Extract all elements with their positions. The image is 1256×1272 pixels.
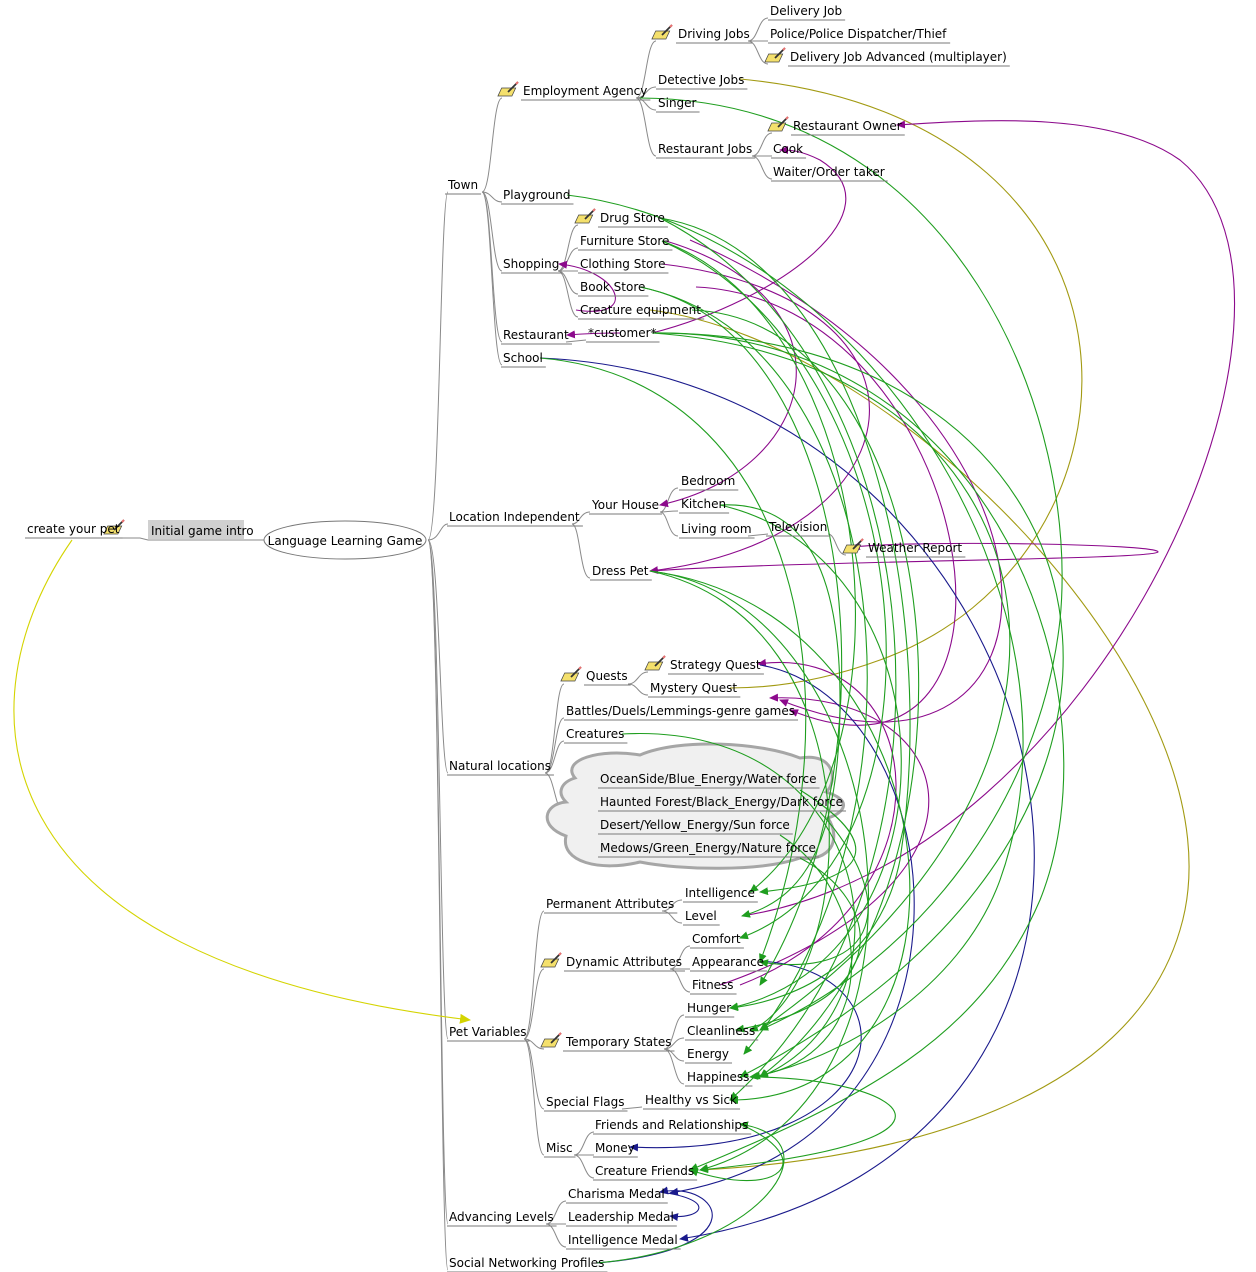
intro-node-bg <box>148 520 244 539</box>
node-social-networking[interactable]: Social Networking Profiles <box>449 1256 604 1270</box>
node-employment-agency[interactable]: Employment Agency <box>523 84 647 98</box>
node-restaurant-owner[interactable]: Restaurant Owner <box>793 119 902 133</box>
node-dynamic-attributes[interactable]: Dynamic Attributes <box>566 955 682 969</box>
pencil-notepad-icon <box>763 47 786 63</box>
node-creature-equipment[interactable]: Creature equipment <box>580 303 701 317</box>
pencil-notepad-icon <box>496 81 519 97</box>
node-location-independent[interactable]: Location Independent <box>449 510 580 524</box>
node-book-store[interactable]: Book Store <box>580 280 645 294</box>
node-creatures[interactable]: Creatures <box>566 727 624 741</box>
node-strategy-quest[interactable]: Strategy Quest <box>670 658 761 672</box>
node-healthy-vs-sick[interactable]: Healthy vs Sick <box>645 1093 737 1107</box>
node-driving-jobs[interactable]: Driving Jobs <box>678 27 750 41</box>
node-hunger[interactable]: Hunger <box>687 1001 731 1015</box>
pencil-notepad-icon <box>650 24 673 40</box>
node-money[interactable]: Money <box>595 1141 635 1155</box>
node-television[interactable]: Television <box>768 520 827 534</box>
node-permanent-attributes[interactable]: Permanent Attributes <box>546 897 674 911</box>
node-medows[interactable]: Medows/Green_Energy/Nature force <box>600 841 816 855</box>
node-restaurant[interactable]: Restaurant <box>503 328 569 342</box>
node-waiter[interactable]: Waiter/Order taker <box>773 165 885 179</box>
node-your-house[interactable]: Your House <box>591 498 659 512</box>
cross-links <box>13 78 1236 1264</box>
node-shopping[interactable]: Shopping <box>503 257 559 271</box>
root-label[interactable]: Language Learning Game <box>268 534 423 548</box>
node-weather-report[interactable]: Weather Report <box>868 541 962 555</box>
pencil-notepad-icon <box>573 208 596 224</box>
node-delivery-advanced[interactable]: Delivery Job Advanced (multiplayer) <box>790 50 1007 64</box>
node-playground[interactable]: Playground <box>503 188 570 202</box>
node-leadership-medal[interactable]: Leadership Medal <box>568 1210 674 1224</box>
node-clothing-store[interactable]: Clothing Store <box>580 257 665 271</box>
pencil-notepad-icon <box>539 1032 562 1048</box>
node-mystery-quest[interactable]: Mystery Quest <box>650 681 737 695</box>
node-haunted-forest[interactable]: Haunted Forest/Black_Energy/Dark force <box>600 795 843 809</box>
node-police[interactable]: Police/Police Dispatcher/Thief <box>770 27 947 41</box>
node-oceanside[interactable]: OceanSide/Blue_Energy/Water force <box>600 772 817 786</box>
node-natural-locations[interactable]: Natural locations <box>449 759 551 773</box>
node-bedroom[interactable]: Bedroom <box>681 474 735 488</box>
node-kitchen[interactable]: Kitchen <box>681 497 726 511</box>
node-level[interactable]: Level <box>685 909 717 923</box>
node-comfort[interactable]: Comfort <box>692 932 741 946</box>
node-furniture-store[interactable]: Furniture Store <box>580 234 669 248</box>
node-drug-store[interactable]: Drug Store <box>600 211 665 225</box>
node-battles[interactable]: Battles/Duels/Lemmings-genre games <box>566 704 795 718</box>
node-desert[interactable]: Desert/Yellow_Energy/Sun force <box>600 818 790 832</box>
node-town[interactable]: Town <box>447 178 478 192</box>
create-pet-node[interactable]: create your pet <box>27 522 120 536</box>
node-living-room[interactable]: Living room <box>681 522 752 536</box>
node-misc[interactable]: Misc <box>546 1141 573 1155</box>
root-node[interactable] <box>263 520 427 560</box>
node-energy[interactable]: Energy <box>687 1047 729 1061</box>
node-singer[interactable]: Singer <box>658 96 697 110</box>
pencil-notepad-icon <box>559 666 582 682</box>
node-dress-pet[interactable]: Dress Pet <box>592 564 649 578</box>
node-customer[interactable]: *customer* <box>588 326 657 340</box>
node-restaurant-jobs[interactable]: Restaurant Jobs <box>658 142 752 156</box>
node-temporary-states[interactable]: Temporary States <box>565 1035 671 1049</box>
intro-node[interactable]: Initial game intro <box>151 524 254 538</box>
node-special-flags[interactable]: Special Flags <box>546 1095 625 1109</box>
node-fitness[interactable]: Fitness <box>692 978 734 992</box>
node-school[interactable]: School <box>503 351 543 365</box>
node-delivery-job[interactable]: Delivery Job <box>770 4 842 18</box>
node-creature-friends[interactable]: Creature Friends <box>595 1164 694 1178</box>
node-appearance[interactable]: Appearance <box>692 955 764 969</box>
areas-cloud <box>545 742 845 870</box>
node-happiness[interactable]: Happiness <box>687 1070 749 1084</box>
node-pet-variables[interactable]: Pet Variables <box>449 1025 527 1039</box>
node-cook[interactable]: Cook <box>773 142 803 156</box>
pencil-notepad-icon <box>539 952 562 968</box>
node-advancing-levels[interactable]: Advancing Levels <box>449 1210 554 1224</box>
node-friends-relationships[interactable]: Friends and Relationships <box>595 1118 748 1132</box>
node-charisma-medal[interactable]: Charisma Medal <box>568 1187 665 1201</box>
node-cleanliness[interactable]: Cleanliness <box>687 1024 755 1038</box>
node-intelligence-medal[interactable]: Intelligence Medal <box>568 1233 678 1247</box>
node-intelligence[interactable]: Intelligence <box>685 886 755 900</box>
node-detective-jobs[interactable]: Detective Jobs <box>658 73 744 87</box>
node-labels: create your pet Initial game intro Langu… <box>27 4 1007 1270</box>
label-underlines <box>25 19 1010 1272</box>
node-quests[interactable]: Quests <box>586 669 628 683</box>
pencil-notepad-icon <box>643 655 666 671</box>
